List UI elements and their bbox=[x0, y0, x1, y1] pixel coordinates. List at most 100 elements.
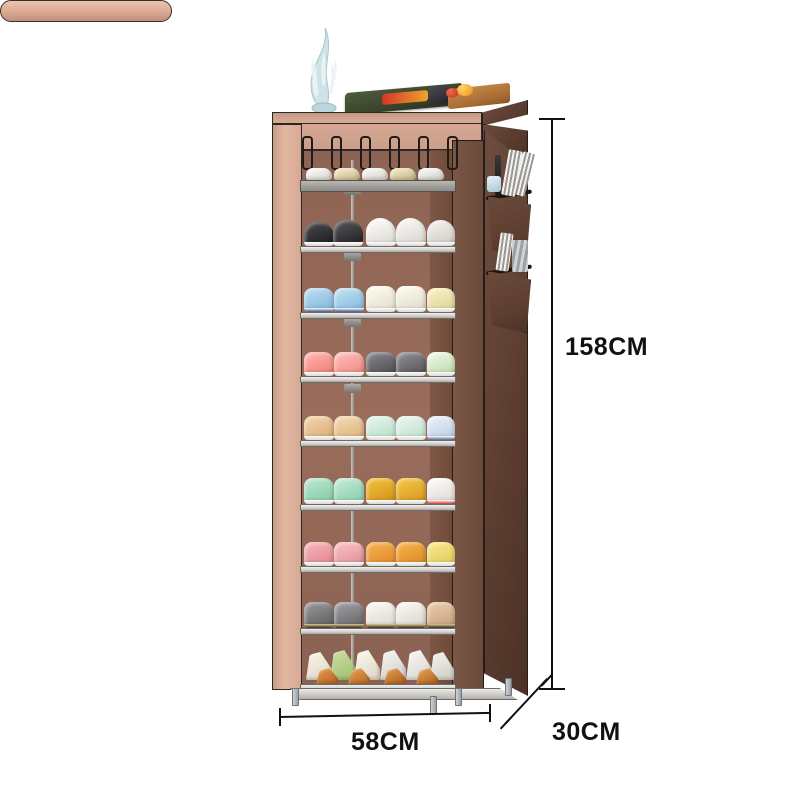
shoe bbox=[427, 220, 455, 244]
shoe-sole bbox=[427, 562, 455, 566]
width-dimension-right-cap bbox=[489, 704, 491, 722]
rod-joint bbox=[344, 384, 361, 393]
cover-strap bbox=[331, 136, 342, 170]
shoe-sole bbox=[304, 624, 334, 628]
shoe-sole bbox=[334, 372, 364, 376]
shoe bbox=[366, 416, 396, 438]
shoe-sole bbox=[366, 308, 396, 312]
shoe-sole bbox=[427, 372, 455, 376]
shoe bbox=[396, 218, 426, 244]
cover-strap bbox=[389, 136, 400, 170]
patterned-heel-shoe bbox=[384, 668, 406, 684]
shoe bbox=[304, 416, 334, 438]
red-fruit-decor bbox=[446, 88, 458, 98]
shoe bbox=[304, 478, 334, 502]
shelf bbox=[300, 376, 456, 383]
shoe-sole bbox=[304, 308, 334, 312]
shoe-sole bbox=[427, 500, 455, 504]
shoe-sole bbox=[427, 436, 455, 440]
shoe bbox=[427, 478, 455, 502]
shoe-sole bbox=[304, 436, 334, 440]
shoe-sole bbox=[396, 308, 426, 312]
shoe bbox=[362, 168, 388, 180]
shoe-sole bbox=[333, 242, 363, 246]
shoe-sole bbox=[366, 624, 396, 628]
shoe-sole bbox=[427, 308, 455, 312]
shoe bbox=[304, 602, 334, 626]
cabinet-left-fabric-pillar bbox=[272, 124, 302, 690]
shoe bbox=[366, 542, 396, 564]
shoe-sole bbox=[334, 500, 364, 504]
cabinet-leg bbox=[430, 696, 437, 714]
shoe bbox=[427, 602, 455, 626]
cabinet-top-panel bbox=[272, 112, 482, 124]
shoe-sole bbox=[396, 624, 426, 628]
height-dimension-bottom-cap bbox=[539, 688, 565, 690]
shelf bbox=[300, 628, 456, 635]
shoe-sole bbox=[334, 562, 364, 566]
cover-strap bbox=[418, 136, 429, 170]
patterned-heel-shoe bbox=[316, 668, 338, 684]
patterned-heel-shoe bbox=[416, 668, 438, 684]
polish-tin bbox=[487, 176, 501, 192]
cabinet-leg bbox=[505, 678, 512, 696]
width-dimension-left-cap bbox=[279, 708, 281, 726]
cabinet-right-fabric-pillar bbox=[452, 140, 484, 692]
shoe-sole bbox=[304, 242, 334, 246]
shoe bbox=[334, 352, 364, 374]
patterned-heel-shoe bbox=[348, 668, 370, 684]
shoe bbox=[334, 416, 364, 438]
shoe bbox=[334, 542, 364, 564]
coral-ornament-decor bbox=[303, 27, 345, 114]
shoe-sole bbox=[396, 562, 426, 566]
shoe bbox=[390, 168, 416, 180]
shoe bbox=[334, 168, 360, 180]
shoe-sole bbox=[304, 562, 334, 566]
shoe-sole bbox=[396, 372, 426, 376]
cover-strap bbox=[360, 136, 371, 170]
shoe-sole bbox=[304, 500, 334, 504]
shoe bbox=[334, 288, 364, 310]
shoe bbox=[427, 352, 455, 374]
cabinet-base-platform bbox=[290, 688, 518, 700]
shoe-sole bbox=[366, 372, 396, 376]
height-dimension-top-cap bbox=[539, 118, 565, 120]
shoe bbox=[396, 542, 426, 564]
shelf bbox=[300, 180, 456, 192]
height-dimension-line bbox=[551, 118, 553, 690]
shoe-sole bbox=[334, 308, 364, 312]
shoe bbox=[306, 168, 332, 180]
shoe bbox=[427, 288, 455, 310]
cabinet-leg bbox=[292, 688, 299, 706]
shoe bbox=[396, 286, 426, 310]
shelf bbox=[300, 566, 456, 573]
shoe-sole bbox=[366, 242, 396, 246]
shelf bbox=[300, 246, 456, 253]
depth-dimension-label: 30CM bbox=[552, 718, 621, 746]
shoe-sole bbox=[334, 624, 364, 628]
shelf bbox=[300, 440, 456, 447]
depth-dimension-near-cap bbox=[499, 716, 513, 730]
shelf bbox=[300, 504, 456, 511]
height-dimension-label: 158CM bbox=[565, 333, 649, 361]
brush-handle bbox=[495, 155, 501, 195]
shoe bbox=[396, 602, 426, 626]
shoe bbox=[366, 602, 396, 626]
shelf bbox=[300, 312, 456, 319]
shoe-sole bbox=[366, 436, 396, 440]
rolled-up-cover[interactable] bbox=[0, 0, 172, 22]
width-dimension-line bbox=[278, 711, 491, 718]
side-pocket-lower[interactable] bbox=[487, 271, 531, 333]
shoe bbox=[366, 218, 396, 244]
shoe bbox=[334, 478, 364, 502]
shoe-sole bbox=[396, 500, 426, 504]
cover-strap bbox=[302, 136, 313, 170]
shoe bbox=[333, 220, 363, 244]
shoe-sole bbox=[366, 562, 396, 566]
shoe bbox=[304, 222, 334, 244]
cover-strap bbox=[447, 136, 458, 170]
shoe bbox=[366, 478, 396, 502]
shoe bbox=[396, 352, 426, 374]
orange-fruit-decor bbox=[457, 84, 473, 96]
